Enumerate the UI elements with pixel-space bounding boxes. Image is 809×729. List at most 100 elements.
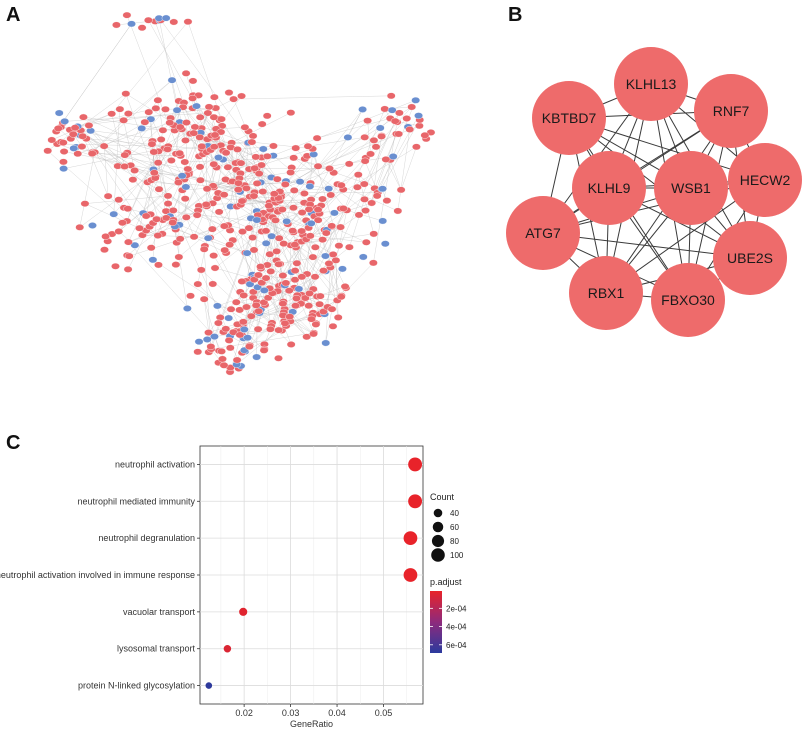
up-gene-node (266, 267, 276, 275)
up-gene-node (390, 117, 400, 125)
up-gene-node (199, 245, 209, 253)
up-gene-node (130, 167, 140, 174)
up-gene-node (353, 171, 363, 179)
up-gene-node (277, 206, 287, 213)
up-gene-node (225, 241, 235, 249)
down-gene-node (358, 106, 367, 113)
up-gene-node (231, 298, 241, 306)
up-gene-node (272, 247, 282, 255)
up-gene-node (371, 143, 381, 151)
ppi-edge (178, 228, 213, 258)
up-gene-node (206, 343, 216, 350)
ppi-edge (244, 260, 337, 352)
x-axis-label: GeneRatio (290, 719, 333, 729)
up-gene-node (280, 319, 290, 327)
ppi-edge (128, 226, 176, 243)
up-gene-node (261, 227, 271, 235)
hub-node-rnf7 (694, 74, 768, 148)
count-legend-key (432, 521, 444, 533)
up-gene-node (279, 240, 289, 248)
up-gene-node (163, 200, 173, 207)
up-gene-node (168, 219, 178, 226)
up-gene-node (195, 163, 205, 171)
up-gene-node (135, 224, 144, 232)
up-gene-node (103, 192, 113, 200)
up-gene-node (354, 211, 364, 219)
up-gene-node (396, 186, 406, 194)
ppi-edge (253, 212, 335, 299)
up-gene-node (121, 90, 131, 98)
up-gene-node (209, 160, 219, 168)
down-gene-node (192, 102, 201, 110)
down-gene-node (181, 183, 191, 191)
up-gene-node (77, 143, 87, 150)
up-gene-node (163, 192, 173, 200)
ppi-edge (285, 140, 374, 185)
hub-node-klhl13 (614, 47, 688, 121)
up-gene-node (137, 24, 147, 32)
up-gene-node (209, 143, 219, 151)
up-gene-node (336, 181, 346, 189)
down-gene-node (194, 338, 204, 346)
x-tick-label: 0.03 (282, 708, 300, 718)
up-gene-node (285, 313, 295, 321)
up-gene-node (303, 142, 313, 150)
ppi-edge (346, 210, 383, 222)
up-gene-node (154, 185, 164, 193)
up-gene-node (310, 243, 320, 251)
up-gene-node (144, 108, 154, 116)
ppi-edge (306, 210, 348, 275)
up-gene-node (207, 225, 217, 233)
up-gene-node (175, 123, 185, 131)
up-gene-node (367, 199, 377, 207)
category-label: lysosomal transport (117, 644, 196, 654)
up-gene-node (420, 131, 430, 139)
down-gene-node (261, 239, 271, 247)
ppi-edge (260, 156, 268, 183)
up-gene-node (169, 18, 179, 26)
up-gene-node (274, 326, 284, 334)
ppi-edge (216, 148, 264, 168)
hub-nodes: KLHL13RNF7KBTBD7HECW2WSB1KLHL9ATG7UBE2SR… (506, 47, 802, 337)
ppi-edge (139, 180, 152, 229)
up-gene-node (381, 156, 391, 163)
up-gene-node (251, 301, 261, 309)
up-gene-node (68, 130, 78, 138)
up-gene-node (249, 246, 259, 254)
up-gene-node (219, 191, 229, 199)
up-gene-node (238, 228, 247, 236)
up-gene-node (229, 95, 239, 103)
up-gene-node (247, 138, 257, 146)
down-gene-node (306, 219, 316, 227)
ppi-edge (111, 21, 189, 114)
up-gene-node (140, 118, 150, 126)
ppi-edge (244, 127, 257, 171)
up-gene-node (377, 133, 386, 140)
up-gene-node (360, 195, 369, 203)
up-gene-node (313, 216, 323, 224)
up-gene-node (328, 251, 338, 258)
down-gene-node (321, 339, 331, 347)
up-gene-node (246, 312, 256, 320)
up-gene-node (79, 113, 88, 121)
data-points (205, 457, 423, 689)
up-gene-node (189, 233, 199, 241)
up-gene-node (315, 292, 325, 300)
hub-node-klhl9 (572, 151, 646, 225)
hub-node-label: KBTBD7 (542, 110, 597, 126)
ppi-edge (397, 129, 410, 211)
up-gene-node (363, 117, 372, 125)
up-gene-node (213, 319, 223, 327)
up-gene-node (197, 142, 207, 150)
up-gene-node (119, 116, 129, 124)
up-gene-node (360, 133, 370, 141)
down-gene-node (252, 353, 262, 361)
up-gene-node (58, 139, 68, 147)
up-gene-node (269, 190, 279, 198)
up-gene-node (245, 343, 254, 350)
up-gene-node (312, 134, 322, 142)
up-gene-node (257, 120, 267, 128)
up-gene-node (386, 92, 396, 100)
